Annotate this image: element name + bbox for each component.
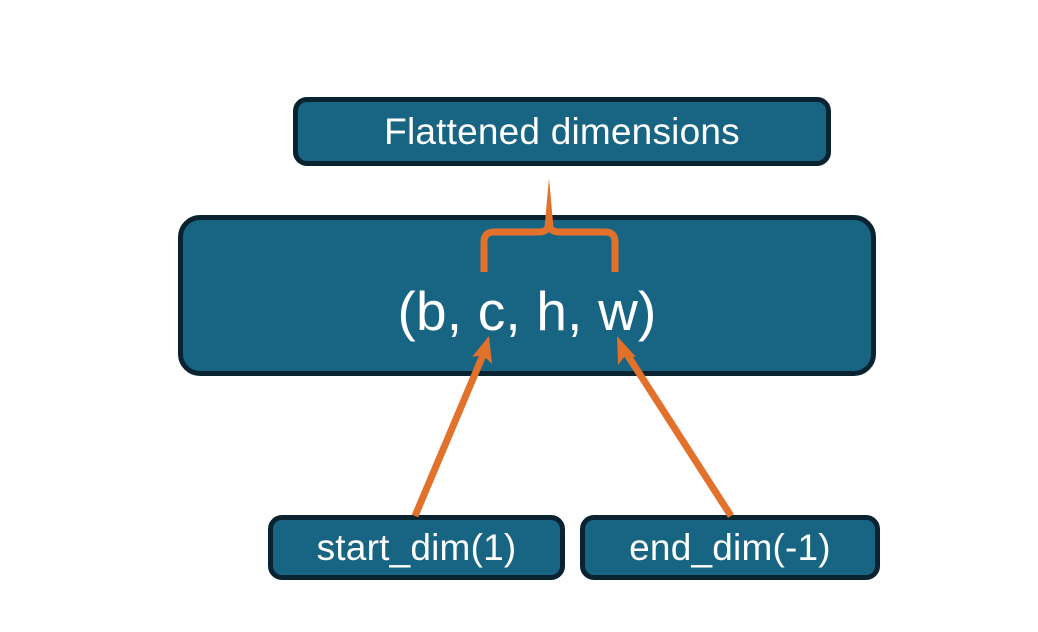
node-tensor-shape-label: (b, c, h, w) (397, 280, 657, 342)
node-end-dim: end_dim(-1) (580, 515, 880, 580)
node-end-dim-label: end_dim(-1) (629, 526, 831, 568)
node-start-dim: start_dim(1) (268, 515, 565, 580)
node-tensor-shape: (b, c, h, w) (178, 215, 876, 376)
node-start-dim-label: start_dim(1) (316, 526, 517, 568)
node-flattened-dimensions-label: Flattened dimensions (384, 110, 740, 152)
node-flattened-dimensions: Flattened dimensions (293, 97, 831, 166)
